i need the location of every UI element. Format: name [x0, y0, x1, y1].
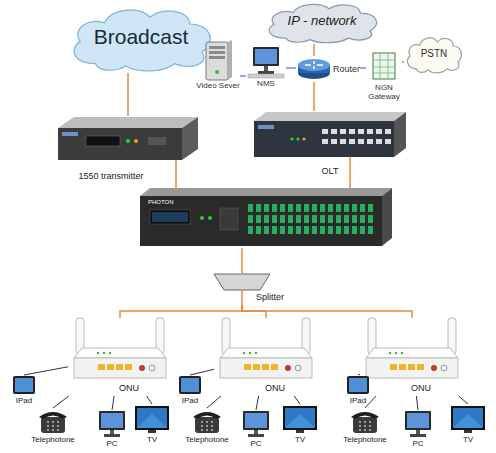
optical-splitter: Splitter: [214, 273, 294, 305]
connector-line: [459, 396, 469, 404]
connector-line: [242, 305, 412, 318]
onu-device: ONU: [360, 318, 464, 396]
connector-line: [147, 396, 152, 404]
node-label: IPad: [6, 397, 42, 406]
node-label: Telephotone: [336, 436, 394, 445]
connector-line: [53, 396, 69, 408]
node-label: Router: [333, 64, 360, 74]
connector-line: [127, 73, 129, 116]
connector-line: [286, 68, 296, 69]
network-cloud: Broadcast: [65, 3, 217, 73]
connector-line: [207, 396, 221, 408]
node-label: TV: [132, 436, 172, 445]
node-label: PC: [398, 440, 438, 449]
tv-device: TV: [132, 404, 172, 450]
node-label: IP - network: [262, 14, 382, 29]
connector-line: [240, 76, 246, 77]
icon-graphic: [196, 40, 240, 102]
node-label: PHOTON: [148, 199, 188, 206]
connector-line: [360, 68, 366, 69]
tablet-device: IPad: [6, 375, 42, 407]
tablet-device: IPad: [172, 375, 208, 407]
tv-device: TV: [448, 404, 488, 450]
node-label: Telephotone: [24, 436, 82, 445]
node-label: OLT: [310, 166, 350, 176]
icon-graphic: [140, 188, 392, 248]
connector-line: [112, 396, 114, 410]
tablet-device: IPad: [340, 375, 376, 407]
pc-device: PC: [398, 410, 438, 452]
node-label: IPad: [172, 397, 208, 406]
connector-line: [256, 396, 259, 410]
connector-line: [294, 396, 300, 404]
router-node: Router: [296, 56, 360, 82]
network-cloud: IP - network: [262, 0, 382, 44]
pc-device: PC: [236, 410, 276, 452]
olt-device: OLT: [252, 111, 408, 181]
connector-line: [24, 367, 68, 375]
node-label: ONU: [114, 383, 144, 393]
nms-workstation: NMS: [246, 46, 286, 92]
node-label: 1550 transmitter: [56, 171, 166, 181]
node-label: PSTN: [404, 48, 464, 59]
telephone-device: Telephotone: [336, 408, 394, 450]
gateway-node: NGN Gateway: [366, 50, 402, 106]
connector-line: [190, 369, 214, 375]
node-label: PC: [92, 440, 132, 449]
node-label: NMS: [246, 80, 286, 89]
amplifier-device: PHOTON: [140, 188, 392, 248]
tv-device: TV: [280, 404, 320, 450]
node-label: NGN Gateway: [366, 84, 402, 102]
node-label: PC: [236, 440, 276, 449]
connector-line: [416, 396, 418, 410]
connector-line: [120, 305, 242, 318]
connector-line: [241, 248, 243, 273]
node-label: ONU: [406, 383, 436, 393]
node-label: ONU: [260, 383, 290, 393]
connector-line: [349, 181, 351, 188]
node-label: TV: [448, 436, 488, 445]
telephone-device: Telephotone: [178, 408, 236, 450]
node-label: IPad: [340, 397, 376, 406]
telephone-device: Telephotone: [24, 408, 82, 450]
transmitter-device: 1550 transmitter: [56, 116, 200, 184]
connector-line: [402, 61, 404, 63]
pc-device: PC: [92, 410, 132, 452]
connector-line: [175, 184, 177, 188]
connector-line: [313, 82, 315, 111]
node-label: TV: [280, 436, 320, 445]
node-label: Telephotone: [178, 436, 236, 445]
onu-device: ONU: [214, 318, 318, 396]
connector-line: [313, 44, 315, 56]
node-label: Broadcast: [65, 25, 217, 49]
onu-device: ONU: [68, 318, 172, 396]
network-cloud: PSTN: [404, 34, 464, 74]
node-label: Splitter: [256, 292, 294, 302]
connector-line: [365, 396, 376, 408]
connector-line: [358, 374, 360, 376]
video-server: Video Sever: [196, 40, 240, 102]
node-label: Video Sever: [196, 82, 240, 91]
